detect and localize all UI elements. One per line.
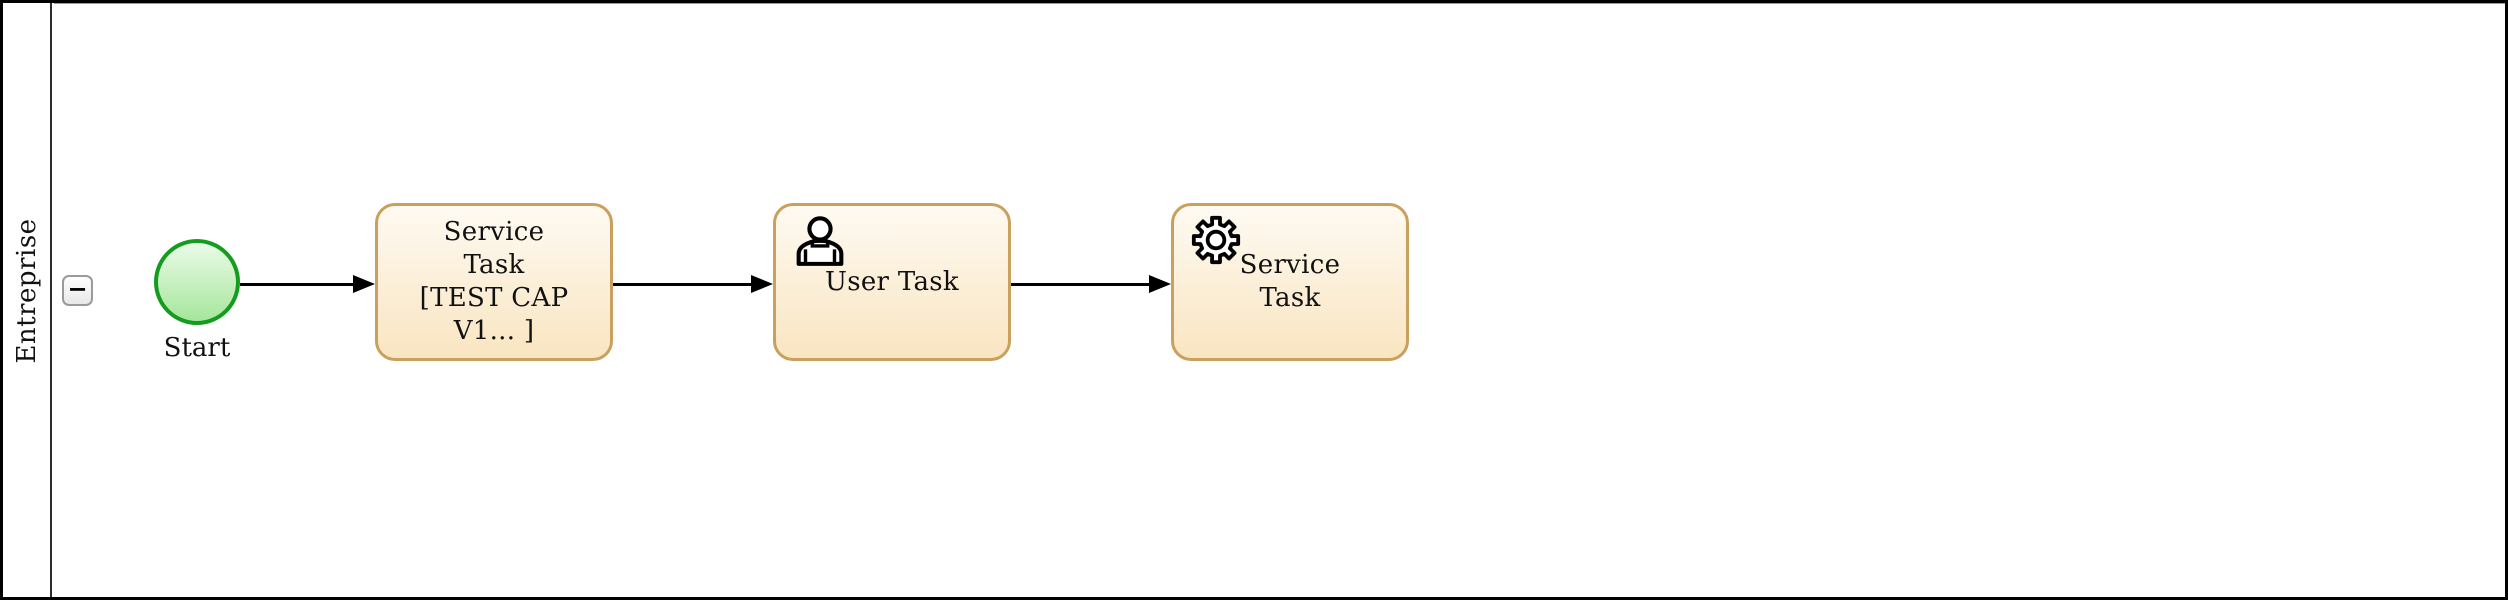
task-service-2[interactable]: Service Task (1171, 203, 1409, 361)
task-user[interactable]: User Task (773, 203, 1011, 361)
arrowhead-icon (1149, 275, 1171, 293)
pool-lane-header[interactable]: Entreprise (3, 3, 52, 597)
start-event-label: Start (163, 333, 231, 363)
collapse-pool-button[interactable]: − (62, 275, 93, 306)
sequence-flow-line (240, 283, 355, 286)
pool-lane-body[interactable] (54, 3, 2505, 597)
task-label: Service Task [TEST CAP V1... ] (419, 217, 569, 346)
pool-name-label: Entreprise (11, 218, 42, 364)
user-icon (791, 214, 849, 270)
arrowhead-icon (353, 275, 375, 293)
start-event[interactable] (154, 239, 240, 325)
sequence-flow-line (613, 283, 753, 286)
minus-icon: − (67, 275, 88, 303)
task-service-1[interactable]: Service Task [TEST CAP V1... ] (375, 203, 613, 361)
arrowhead-icon (751, 275, 773, 293)
task-label: Service Task (1239, 250, 1341, 313)
gear-icon (1189, 214, 1243, 270)
sequence-flow-line (1011, 283, 1151, 286)
task-label: User Task (825, 266, 959, 297)
